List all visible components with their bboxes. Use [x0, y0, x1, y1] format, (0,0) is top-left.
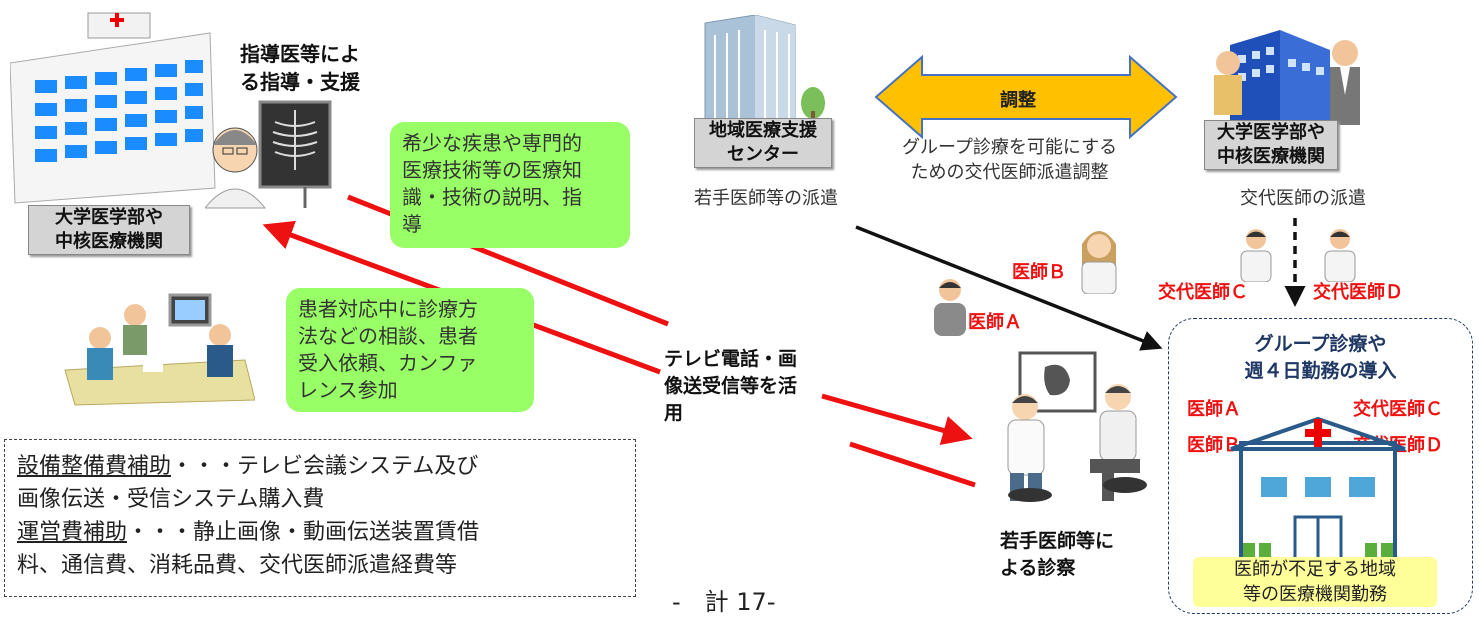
support-label: 指導医等によ る指導・支援	[240, 40, 360, 96]
consultation-exam-icon	[1007, 351, 1147, 502]
consultation-note-line3: 受入依頼、カンファ	[298, 351, 478, 375]
right-university-label-line2: 中核医療機関	[1217, 146, 1325, 167]
doctor-a-icon	[934, 279, 966, 336]
group-practice-title-line1: グループ診療や	[1254, 333, 1387, 355]
doctor-b-label: 医師Ｂ	[1012, 262, 1066, 283]
operating-subsidy-title: 運営費補助	[17, 520, 128, 545]
doctor-shortage-note-line1: 医師が不足する地域	[1234, 559, 1396, 580]
page-number: - 計 17-	[672, 588, 776, 616]
support-label-line2: る指導・支援	[240, 70, 360, 94]
consultation-note: 患者対応中に診療方 法などの相談、患者 受入依頼、カンファ レンス参加	[286, 288, 534, 412]
young-doctor-exam-label-line2: よる診察	[1000, 557, 1076, 579]
support-center-label: 地域医療支援 センター	[694, 118, 832, 168]
operating-subsidy-detail: ・・・静止画像・動画伝送装置賃借	[127, 520, 480, 545]
hospital-building-icon	[10, 12, 216, 204]
support-center-label-line1: 地域医療支援	[709, 120, 817, 141]
subsidy-row3: 運営費補助・・・静止画像・動画伝送装置賃借	[17, 516, 623, 549]
video-conference-icon	[64, 293, 255, 406]
subsidy-box: 設備整備費補助・・・テレビ会議システム及び 画像伝送・受信システム購入費 運営費…	[4, 439, 636, 597]
young-doctor-exam-label: 若手医師等に よる診察	[1000, 528, 1114, 582]
red-arrow-to-young-doctor	[821, 393, 973, 445]
coordination-text-line2: ための交代医師派遣調整	[910, 162, 1109, 183]
equipment-subsidy-title: 設備整備費補助	[17, 454, 172, 479]
coordination-text-line1: グループ診療を可能にする	[902, 137, 1118, 158]
consultation-note-line1: 患者対応中に診療方	[298, 297, 478, 321]
equipment-subsidy-detail: ・・・テレビ会議システム及び	[171, 454, 479, 479]
substitute-doctor-d-icon	[1324, 229, 1356, 282]
doctor-b-icon	[1081, 231, 1117, 294]
left-hospital-label-line2: 中核医療機関	[55, 231, 163, 252]
subsidy-row1: 設備整備費補助・・・テレビ会議システム及び	[17, 450, 623, 483]
group-doctor-a: 医師Ａ	[1187, 399, 1241, 420]
tv-phone-label-line3: 用	[664, 402, 684, 424]
red-line-from-young-doctor	[849, 441, 976, 488]
coordination-double-arrow	[874, 54, 1178, 140]
instructor-doctor-icon	[205, 100, 332, 209]
rare-disease-note-line2: 医療技術等の医療知	[402, 158, 582, 182]
group-practice-title: グループ診療や 週４日勤務の導入	[1169, 331, 1472, 385]
young-doctor-exam-label-line1: 若手医師等に	[1000, 530, 1115, 552]
consultation-note-line4: レンス参加	[298, 378, 398, 402]
coordination-text: グループ診療を可能にする ための交代医師派遣調整	[902, 135, 1117, 185]
right-university-label-line1: 大学医学部や	[1217, 122, 1325, 143]
rare-disease-note: 希少な疾患や専門的 医療技術等の医療知 識・技術の説明、指 導	[390, 122, 630, 248]
young-doctor-dispatch-caption: 若手医師等の派遣	[694, 188, 838, 209]
left-hospital-label: 大学医学部や 中核医療機関	[28, 205, 190, 255]
university-building-icon	[1214, 30, 1360, 125]
tv-phone-label-line1: テレビ電話・画	[664, 348, 798, 370]
subsidy-row2: 画像伝送・受信システム購入費	[17, 487, 325, 512]
substitute-doctor-d-label: 交代医師Ｄ	[1313, 282, 1403, 303]
doctor-shortage-note-line2: 等の医療機関勤務	[1243, 584, 1387, 605]
left-hospital-label-line1: 大学医学部や	[55, 207, 163, 228]
doctor-a-label: 医師Ａ	[968, 312, 1022, 333]
support-label-line1: 指導医等によ	[240, 42, 360, 66]
consultation-note-line2: 法などの相談、患者	[298, 324, 478, 348]
support-center-label-line2: センター	[727, 144, 799, 165]
group-doctor-b: 医師Ｂ	[1187, 435, 1241, 456]
rare-disease-note-line1: 希少な疾患や専門的	[402, 131, 582, 155]
office-building-icon	[704, 15, 825, 124]
rare-disease-note-line3: 識・技術の説明、指	[402, 185, 582, 209]
subsidy-row4: 料、通信費、消耗品費、交代医師派遣経費等	[17, 553, 458, 578]
substitute-dispatch-caption: 交代医師の派遣	[1240, 188, 1366, 209]
tv-phone-label: テレビ電話・画 像送受信等を活 用	[664, 346, 798, 427]
group-practice-box: グループ診療や 週４日勤務の導入 医師Ａ 医師Ｂ 交代医師Ｃ 交代医師Ｄ 医師が…	[1168, 318, 1473, 614]
group-doctor-c: 交代医師Ｃ	[1353, 399, 1443, 420]
substitute-doctor-c-icon	[1240, 229, 1272, 282]
substitute-doctor-c-label: 交代医師Ｃ	[1158, 282, 1248, 303]
right-university-label: 大学医学部や 中核医療機関	[1204, 120, 1338, 170]
rare-disease-note-line4: 導	[402, 212, 422, 236]
local-hospital-icon	[1230, 416, 1406, 563]
doctor-shortage-note: 医師が不足する地域 等の医療機関勤務	[1193, 557, 1437, 607]
group-practice-title-line2: 週４日勤務の導入	[1244, 360, 1397, 382]
tv-phone-label-line2: 像送受信等を活	[664, 375, 798, 397]
dispatch-arrow	[855, 225, 1163, 351]
coordination-label: 調整	[1000, 90, 1036, 111]
